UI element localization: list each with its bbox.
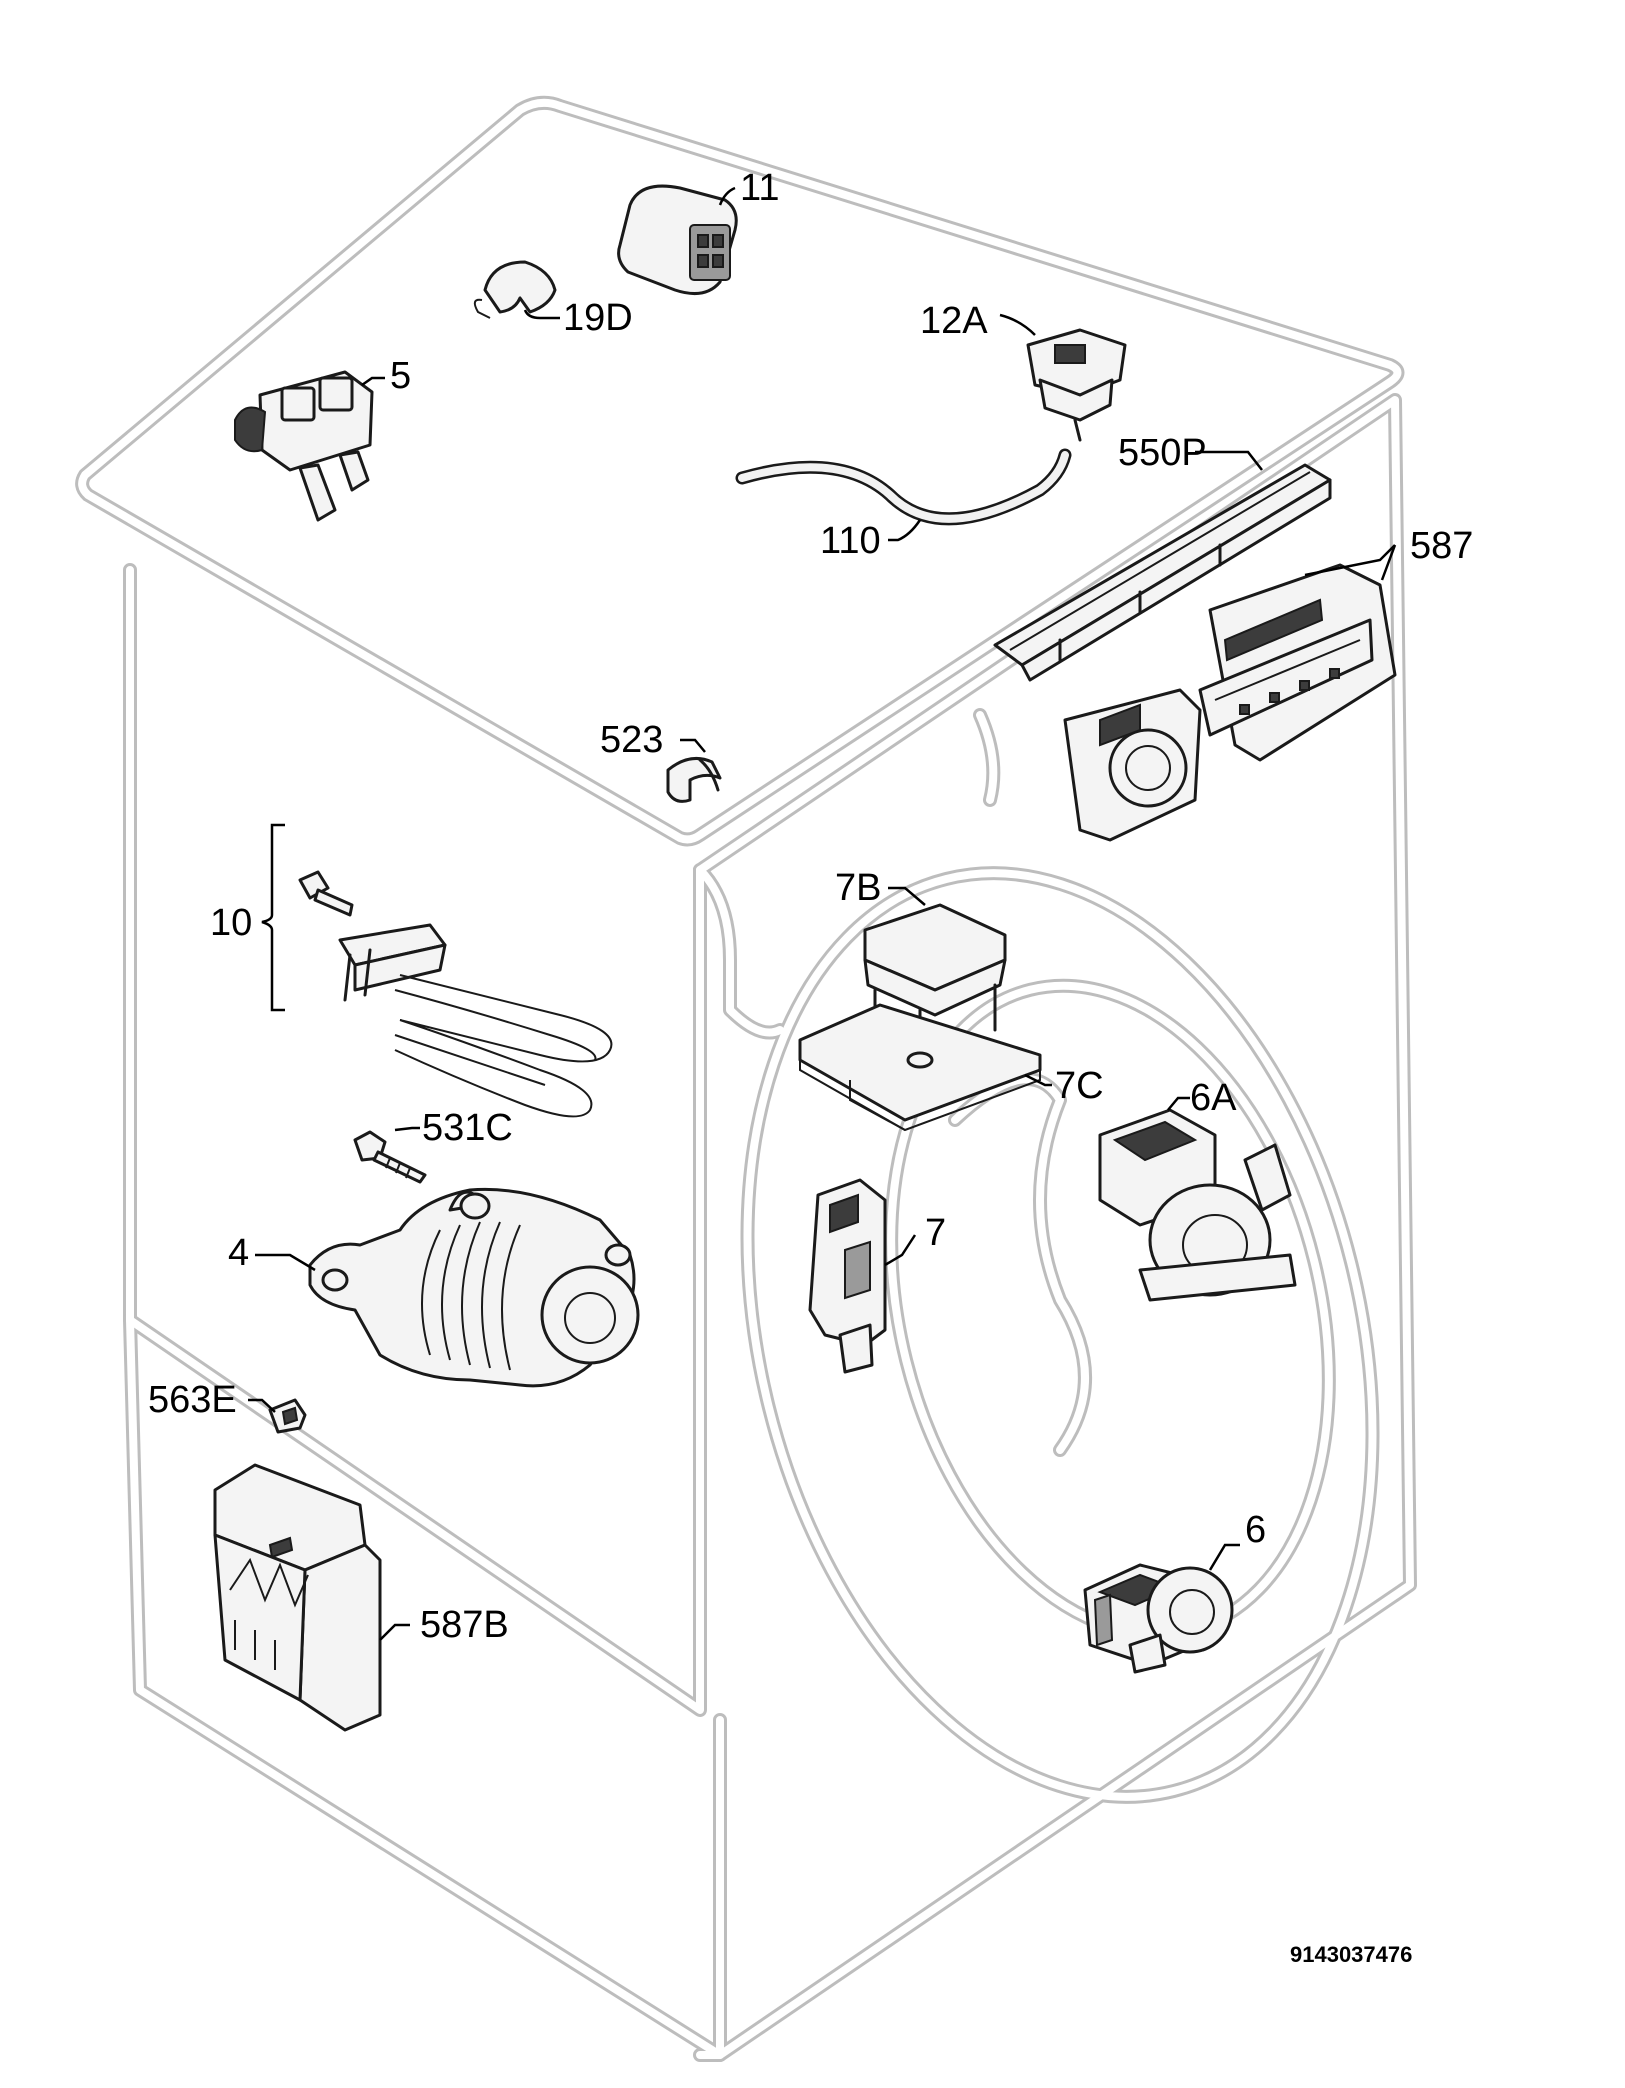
callout-587b: 587B bbox=[420, 1604, 509, 1646]
callout-11: 11 bbox=[740, 167, 779, 209]
part-563e-clip: 563E bbox=[148, 1379, 307, 1434]
callout-12a: 12A bbox=[920, 300, 988, 342]
callout-7c: 7C bbox=[1055, 1065, 1104, 1107]
callout-10: 10 bbox=[210, 902, 252, 944]
callout-5: 5 bbox=[390, 355, 411, 397]
callout-523: 523 bbox=[600, 719, 663, 761]
callout-7: 7 bbox=[925, 1212, 946, 1254]
part-19d-connector: 19D bbox=[473, 260, 633, 339]
part-587b-module: 587B bbox=[213, 1463, 509, 1732]
callout-563e: 563E bbox=[148, 1379, 237, 1421]
part-11-capacitor: 11 bbox=[617, 167, 779, 296]
part-550p-panel-trim: 550P bbox=[993, 432, 1332, 682]
part-7c-plate: 7C bbox=[798, 1003, 1104, 1132]
callout-19d: 19D bbox=[563, 297, 633, 339]
part-531c-screw: 531C bbox=[353, 1107, 513, 1184]
callout-4: 4 bbox=[228, 1232, 249, 1274]
part-5-inlet-valve: 5 bbox=[234, 355, 411, 522]
part-6-drain-pump: 6 bbox=[1083, 1509, 1266, 1674]
part-7b-bracket: 7B bbox=[835, 867, 1007, 1052]
callout-550p: 550P bbox=[1118, 432, 1207, 474]
part-7-door-lock: 7 bbox=[808, 1178, 946, 1374]
part-110-hose: 110 bbox=[735, 448, 1072, 562]
part-587-control-module: 587 bbox=[1063, 525, 1473, 842]
callout-110: 110 bbox=[820, 520, 881, 562]
document-number: 9143037476 bbox=[1290, 1942, 1412, 1967]
part-6a-pump: 6A bbox=[1098, 1077, 1297, 1302]
part-10-heater: 10 bbox=[210, 823, 613, 1118]
part-523-clip: 523 bbox=[600, 719, 722, 803]
callout-531c: 531C bbox=[422, 1107, 513, 1149]
part-12a-pressure-switch: 12A bbox=[920, 300, 1127, 442]
callout-587: 587 bbox=[1410, 525, 1473, 567]
callout-7b: 7B bbox=[835, 867, 881, 909]
callout-6: 6 bbox=[1245, 1509, 1266, 1551]
callout-6a: 6A bbox=[1190, 1077, 1237, 1119]
part-4-motor: 4 bbox=[228, 1187, 640, 1388]
